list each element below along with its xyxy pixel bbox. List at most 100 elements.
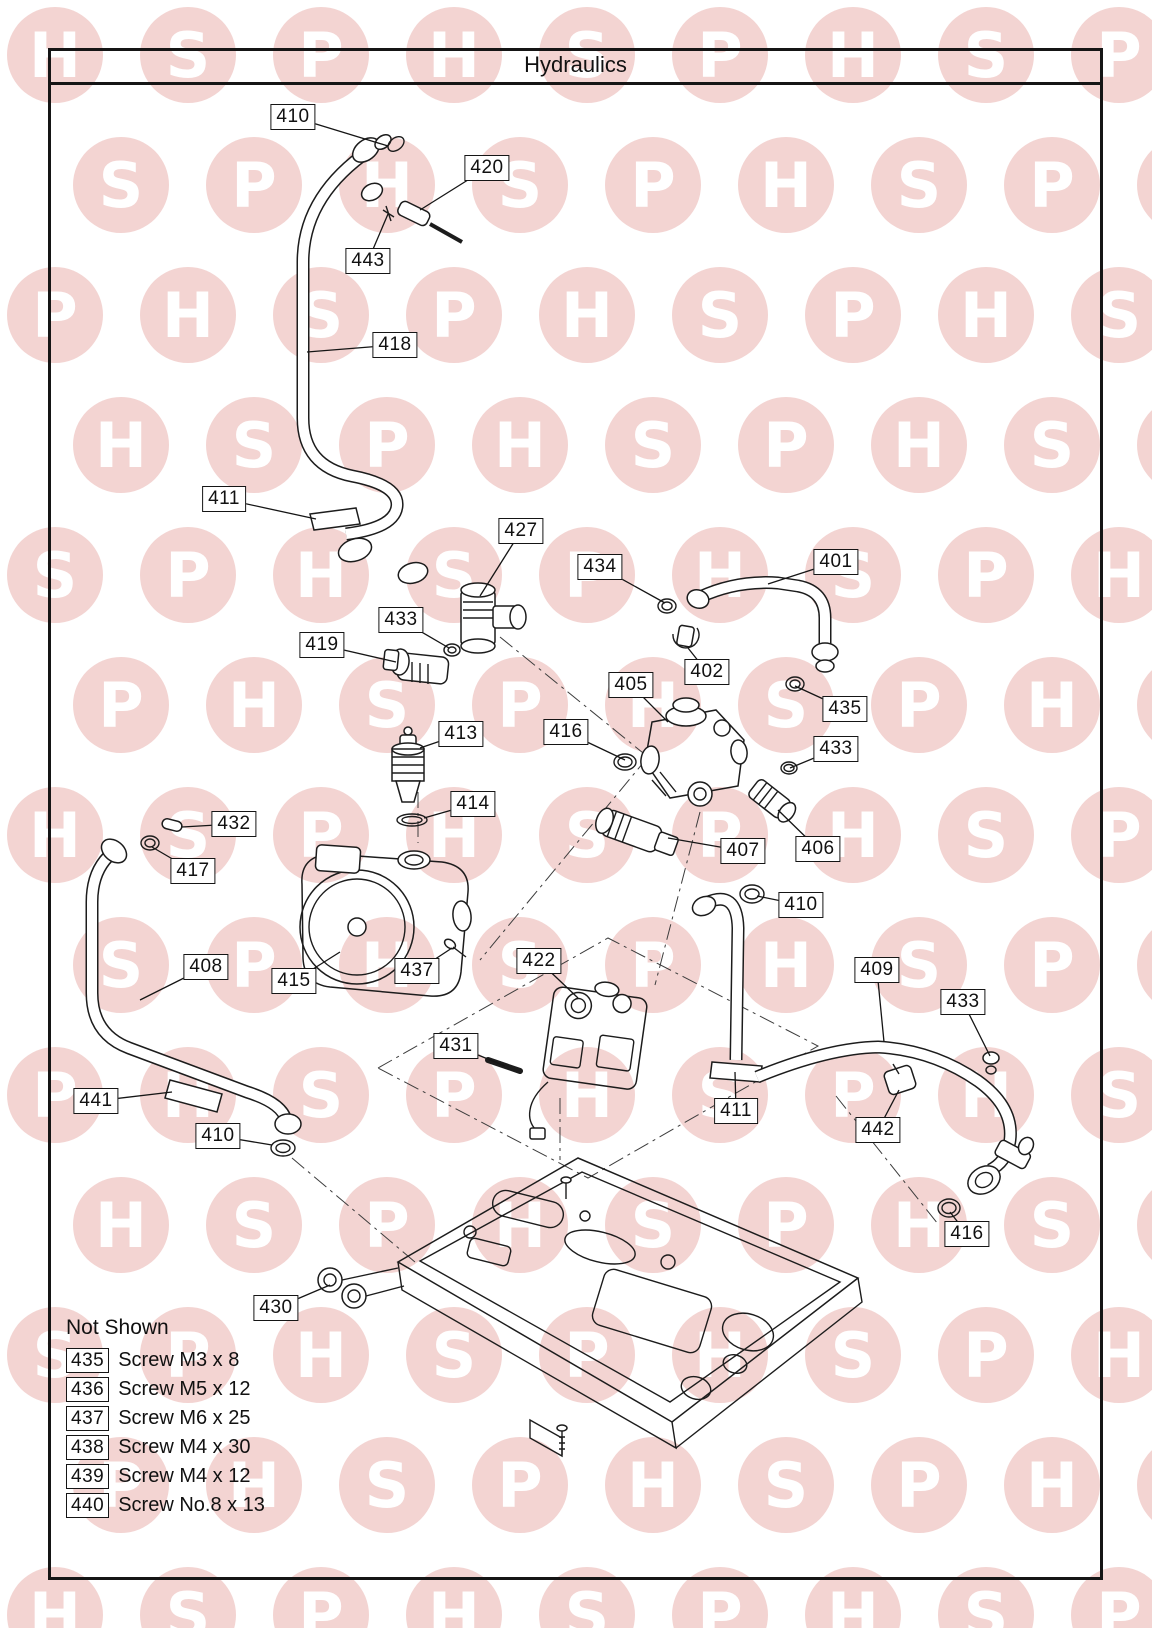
part-label-420: 420: [464, 155, 510, 181]
construction-lines: [291, 636, 939, 1263]
watermark-circle: P: [140, 1307, 236, 1403]
watermark-circle: P: [7, 267, 103, 363]
fitting-nut-top: [351, 133, 405, 163]
watermark-circle: S: [7, 527, 103, 623]
watermark-circle: S: [406, 1307, 502, 1403]
watermark-circle: P: [605, 137, 701, 233]
part-label-406: 406: [795, 836, 841, 862]
legend-item: 438 Screw M4 x 30: [66, 1435, 265, 1460]
watermark-circle: P: [339, 1177, 435, 1273]
part-label-416: 416: [543, 719, 589, 745]
grommets-430: [317, 1267, 405, 1309]
watermark-circle: S: [805, 1307, 901, 1403]
diverter-valve-405: [640, 697, 748, 807]
watermark-circle: P: [73, 657, 169, 753]
pipe-401: [686, 576, 839, 673]
washer-417: [140, 835, 160, 851]
watermark-circle: H: [805, 787, 901, 883]
watermark-circle: H: [273, 1307, 369, 1403]
legend-description: Screw M4 x 12: [118, 1465, 251, 1487]
part-label-418: 418: [372, 332, 418, 358]
washer-410-bottom-left: [270, 1139, 296, 1157]
legend-part-number: 435: [66, 1348, 110, 1373]
watermark-circle: P: [672, 787, 768, 883]
nut-433-far-right: [982, 1051, 1000, 1075]
clip-442: [883, 1063, 917, 1096]
watermark-circle: H: [1004, 657, 1100, 753]
watermark-circle: H: [672, 1307, 768, 1403]
watermark-circle: S: [1071, 1047, 1152, 1143]
part-label-427: 427: [498, 518, 544, 544]
watermark-circle: H: [1071, 527, 1152, 623]
oring-414: [396, 813, 428, 827]
part-label-417: 417: [170, 858, 216, 884]
not-shown-heading: Not Shown: [66, 1316, 169, 1339]
watermark-circle: S: [738, 1437, 834, 1533]
legend-description: Screw No.8 x 13: [118, 1494, 265, 1516]
legend-item: 435 Screw M3 x 8: [66, 1348, 265, 1373]
part-label-433: 433: [813, 736, 859, 762]
watermark-circle: S: [605, 1177, 701, 1273]
watermark-circle: H: [539, 1047, 635, 1143]
flange-411-top: [309, 507, 429, 585]
part-label-422: 422: [516, 948, 562, 974]
part-label-410: 410: [195, 1123, 241, 1149]
legend-description: Screw M4 x 30: [118, 1436, 251, 1458]
part-label-413: 413: [438, 721, 484, 747]
watermark-circle: S: [472, 137, 568, 233]
watermark-circle: S: [339, 1437, 435, 1533]
oring-416-bottom: [937, 1198, 961, 1218]
clip-402: [672, 624, 700, 649]
watermark-circle: P: [406, 1047, 502, 1143]
watermark-circle: S: [938, 787, 1034, 883]
watermark-circle: S: [871, 137, 967, 233]
watermark-circle: H: [7, 787, 103, 883]
watermark-circle: S: [73, 137, 169, 233]
base-panel: [396, 1157, 863, 1458]
part-label-405: 405: [608, 672, 654, 698]
legend-part-number: 436: [66, 1377, 110, 1402]
watermark-circle: H: [605, 1437, 701, 1533]
part-label-419: 419: [299, 632, 345, 658]
watermark-circle: P: [140, 527, 236, 623]
watermark-circle: P: [871, 657, 967, 753]
part-label-443: 443: [345, 248, 391, 274]
pipe-408: [85, 838, 302, 1135]
watermark-circle: P: [273, 7, 369, 103]
watermark-circle: S: [938, 7, 1034, 103]
oring-416-left: [613, 753, 637, 771]
watermark-circle: P: [539, 1307, 635, 1403]
watermark-circle: H: [805, 7, 901, 103]
part-label-441: 441: [73, 1088, 119, 1114]
part-label-432: 432: [211, 811, 257, 837]
part-label-416: 416: [944, 1221, 990, 1247]
watermark-circle: H: [1004, 1437, 1100, 1533]
watermark-circle: H: [539, 267, 635, 363]
legend-description: Screw M3 x 8: [118, 1349, 240, 1371]
legend-part-number: 440: [66, 1493, 110, 1518]
legend-item: 436 Screw M5 x 12: [66, 1377, 265, 1402]
watermark-circle: P: [672, 7, 768, 103]
legend-description: Screw M5 x 12: [118, 1378, 251, 1400]
part-label-407: 407: [720, 838, 766, 864]
watermark-circle: S: [206, 1177, 302, 1273]
part-label-430: 430: [253, 1295, 299, 1321]
gas-valve-422: [528, 981, 648, 1140]
legend-description: Screw M6 x 25: [118, 1407, 251, 1429]
watermark-circle: S: [273, 1047, 369, 1143]
legend-part-number: 438: [66, 1435, 110, 1460]
part-label-433: 433: [940, 989, 986, 1015]
part-label-433: 433: [378, 607, 424, 633]
watermark-circle: P: [1004, 917, 1100, 1013]
watermark-circle: P: [1071, 787, 1152, 883]
panel-screws: [556, 1176, 572, 1455]
part-label-435: 435: [822, 696, 868, 722]
washer-435: [785, 676, 805, 692]
part-label-401: 401: [813, 549, 859, 575]
oring-433-right: [780, 761, 798, 775]
part-label-415: 415: [271, 968, 317, 994]
